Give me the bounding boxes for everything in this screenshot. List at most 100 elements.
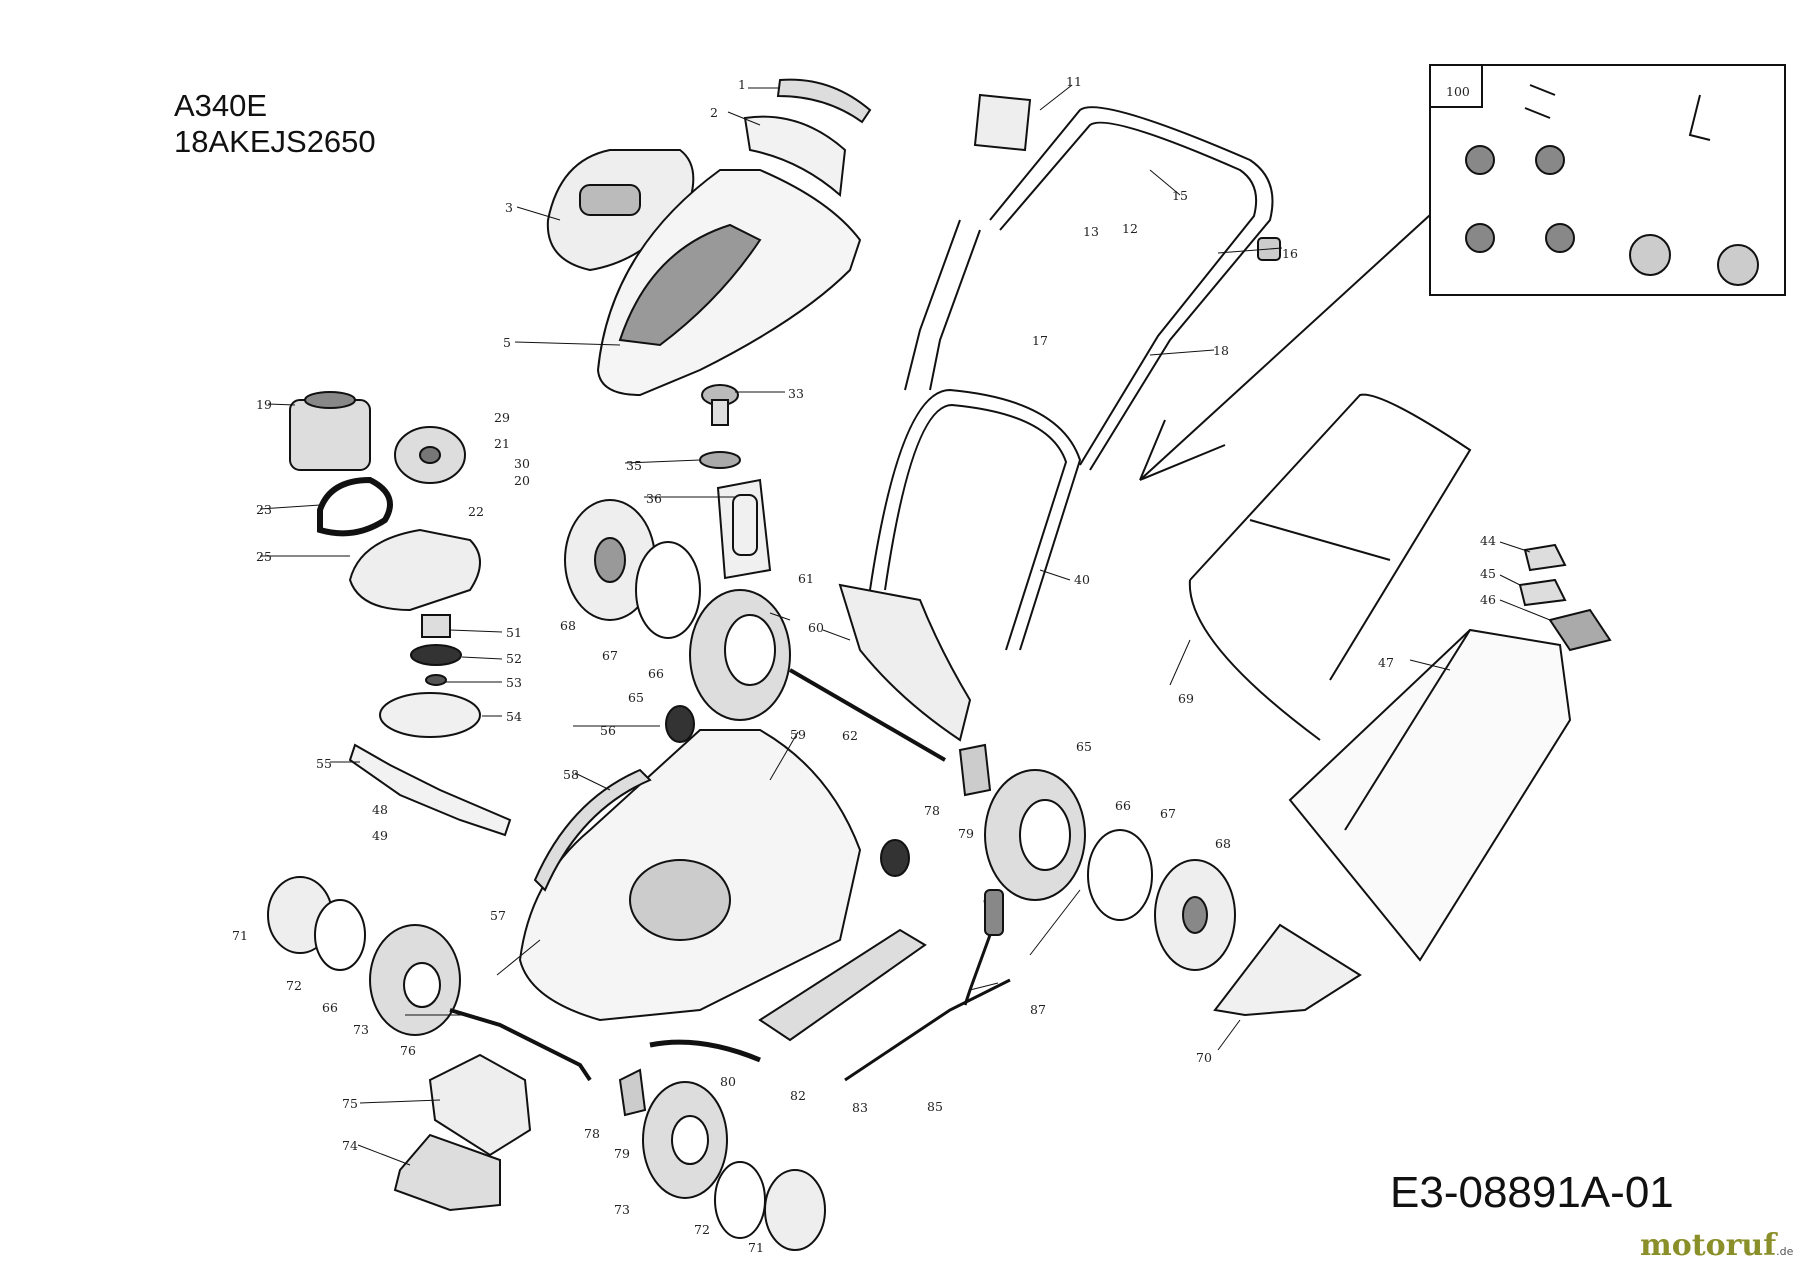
part-label-5: 5	[503, 335, 511, 350]
wheel-73-left-shape	[369, 924, 461, 1036]
part-label-54: 54	[506, 709, 522, 724]
part-label-60: 60	[808, 620, 824, 635]
part-label-82: 82	[790, 1088, 806, 1103]
part-78-bracket-shape	[618, 743, 992, 1117]
leader-lines	[259, 84, 1551, 1166]
part-label-72-b: 72	[694, 1222, 710, 1237]
part-label-18: 18	[1213, 343, 1229, 358]
part-label-30: 30	[514, 456, 530, 471]
wheel-72-left-shape	[314, 899, 366, 971]
part-33-36-switch-shape	[699, 384, 772, 580]
logo-text: motoruf	[1640, 1228, 1777, 1263]
part-label-19: 19	[256, 397, 272, 412]
part-label-59: 59	[790, 727, 806, 742]
part-label-46: 46	[1480, 592, 1496, 607]
inset-label-100: 100	[1446, 84, 1470, 99]
part-23-belt-shape	[317, 476, 393, 537]
part-label-51: 51	[506, 625, 522, 640]
inset-arrow-shape	[1139, 214, 1431, 481]
part-label-79-a: 79	[614, 1146, 630, 1161]
part-label-45: 45	[1480, 566, 1496, 581]
part-61-flap-shape	[838, 583, 972, 742]
part-label-66-b: 66	[1115, 798, 1131, 813]
part-label-87: 87	[1030, 1002, 1046, 1017]
part-label-15: 15	[1172, 188, 1188, 203]
part-label-25: 25	[256, 549, 272, 564]
part-label-65-a: 65	[628, 690, 644, 705]
motoruf-logo: motoruf.de	[1640, 1228, 1793, 1263]
part-11-switch-box-shape	[973, 93, 1032, 152]
part-label-52: 52	[506, 651, 522, 666]
part-label-36: 36	[646, 491, 662, 506]
part-label-66-c: 66	[322, 1000, 338, 1015]
part-47-bag-shape	[1288, 628, 1572, 962]
part-label-62: 62	[842, 728, 858, 743]
wheel-67-top-shape	[635, 541, 701, 639]
part-label-83: 83	[852, 1100, 868, 1115]
part-label-78-b: 78	[924, 803, 940, 818]
part-label-3: 3	[505, 200, 513, 215]
part-label-13: 13	[1083, 224, 1099, 239]
part-label-61: 61	[798, 571, 814, 586]
part-57-deck-shape	[518, 729, 862, 1022]
part-label-20: 20	[514, 473, 530, 488]
model-title: A340E 18AKEJS2650	[174, 88, 376, 159]
part-21-pulley-shape	[394, 426, 466, 484]
part-label-17: 17	[1032, 333, 1048, 348]
part-label-1: 1	[738, 77, 746, 92]
part-number-labels: 1 2 3 5 11 12 13 15 16 17 18 19 20 21 22…	[232, 74, 1496, 1255]
part-label-56: 56	[600, 723, 616, 738]
part-label-75: 75	[342, 1096, 358, 1111]
part-label-48: 48	[372, 802, 388, 817]
part-75-battery-shape	[428, 1053, 532, 1157]
wheel-71-lower-shape	[764, 1169, 826, 1251]
part-label-11: 11	[1066, 74, 1082, 89]
part-70-chute-shape	[1213, 923, 1362, 1017]
drawing-code: E3-08891A-01	[1390, 1168, 1674, 1217]
part-label-71-b: 71	[748, 1240, 764, 1255]
part-label-79-b: 79	[958, 826, 974, 841]
wheel-68-right-shape	[1154, 859, 1236, 971]
part-55-blade-shape	[348, 743, 512, 837]
part-label-76: 76	[400, 1043, 416, 1058]
part-44-46-small-shape	[1518, 543, 1612, 652]
part-1-grip-shape	[776, 78, 872, 124]
logo-tld: .de	[1776, 1245, 1794, 1258]
part-56-gear-shape	[665, 705, 910, 877]
part-label-55: 55	[316, 756, 332, 771]
part-label-12: 12	[1122, 221, 1138, 236]
part-label-67-b: 67	[1160, 806, 1176, 821]
part-82-cover-shape	[758, 928, 927, 1042]
part-58-bar-shape	[533, 768, 652, 892]
part-51-54-fan-stack-shape	[379, 614, 481, 738]
part-label-70: 70	[1196, 1050, 1212, 1065]
part-label-22: 22	[468, 504, 484, 519]
part-label-73-a: 73	[353, 1022, 369, 1037]
part-25-mount-shape	[348, 528, 481, 612]
part-label-29: 29	[494, 410, 510, 425]
part-label-66-a: 66	[648, 666, 664, 681]
part-label-33: 33	[788, 386, 804, 401]
part-label-68-b: 68	[1215, 836, 1231, 851]
part-label-58: 58	[563, 767, 579, 782]
model-name: A340E	[174, 88, 268, 123]
part-label-40: 40	[1074, 572, 1090, 587]
part-62-rod-shape	[788, 668, 947, 762]
part-label-47: 47	[1378, 655, 1394, 670]
part-label-78-a: 78	[584, 1126, 600, 1141]
part-label-53: 53	[506, 675, 522, 690]
part-label-74: 74	[342, 1138, 358, 1153]
part-74-holder-shape	[393, 1133, 501, 1212]
part-label-68-a: 68	[560, 618, 576, 633]
part-label-35: 35	[626, 458, 642, 473]
part-15-handle-shape	[989, 106, 1274, 471]
part-label-23: 23	[256, 502, 272, 517]
part-2-handle-cover-shape	[743, 115, 847, 198]
part-label-71-a: 71	[232, 928, 248, 943]
part-87-lever-shape	[844, 889, 1011, 1082]
part-label-72-a: 72	[286, 978, 302, 993]
wheel-65-right-shape	[984, 769, 1086, 901]
model-serial: 18AKEJS2650	[174, 123, 376, 159]
